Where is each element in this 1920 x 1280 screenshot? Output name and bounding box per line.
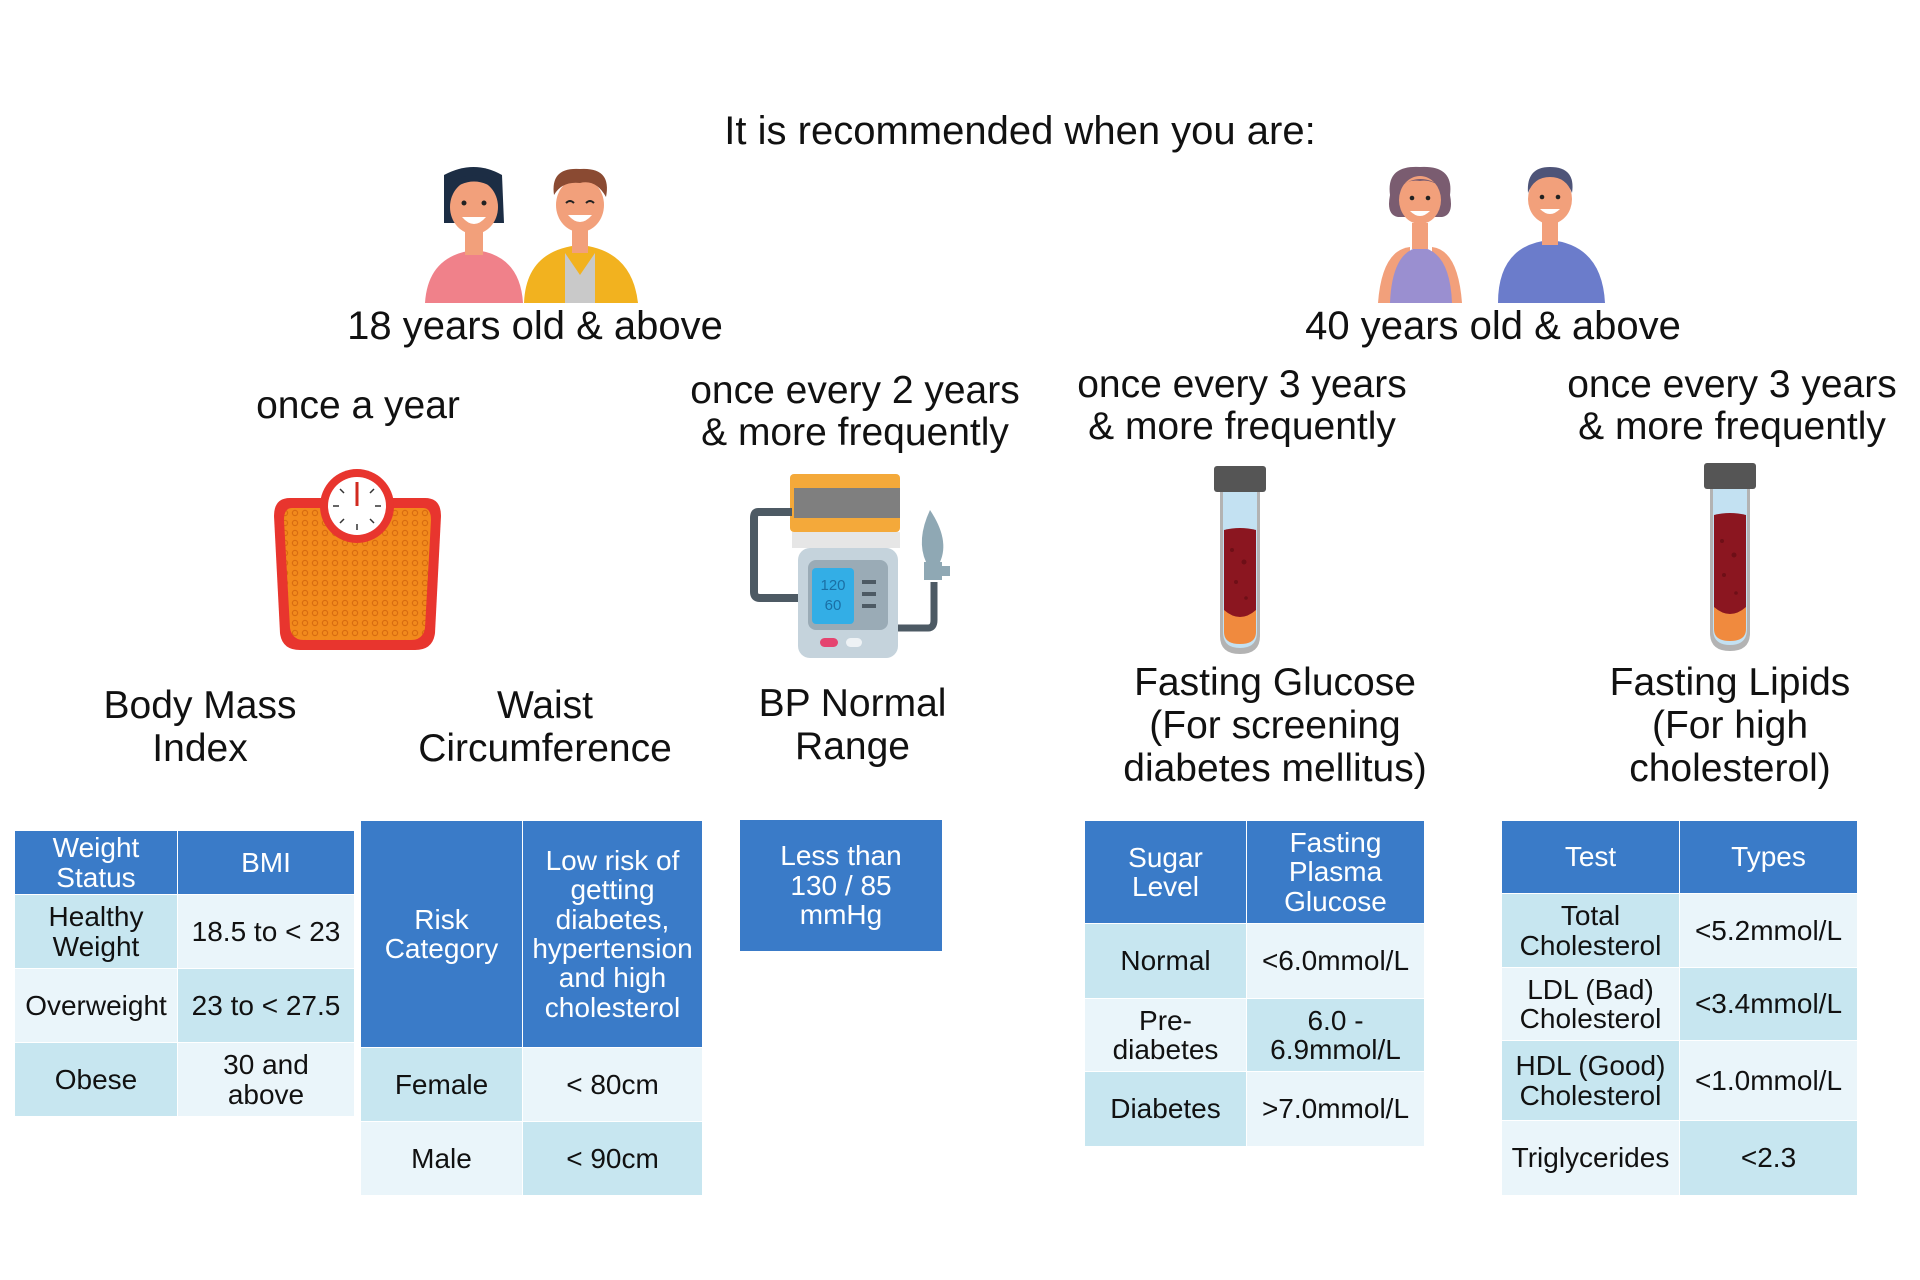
lipids-table: Test Types Total Cholesterol <5.2mmol/L … [1501, 820, 1858, 1196]
table-row: Diabetes >7.0mmol/L [1084, 1071, 1425, 1147]
lipids-value-cell: <1.0mmol/L [1679, 1040, 1858, 1121]
bmi-range-cell: 30 and above [177, 1042, 355, 1117]
table-row: Normal <6.0mmol/L [1084, 923, 1425, 999]
waist-value-cell: < 80cm [522, 1047, 703, 1122]
table-row: Healthy Weight 18.5 to < 23 [14, 894, 355, 969]
young-adults-illustration [425, 167, 638, 303]
table-row: HDL (Good) Cholesterol <1.0mmol/L [1501, 1040, 1858, 1121]
weighing-scale-icon [274, 469, 441, 650]
frequency-bp: once every 2 years & more frequently [690, 369, 1020, 455]
waist-value-cell: < 90cm [522, 1121, 703, 1196]
table-row: LDL (Bad) Cholesterol <3.4mmol/L [1501, 967, 1858, 1041]
lipids-value-cell: <2.3 [1679, 1120, 1858, 1196]
age-label-18: 18 years old & above [347, 304, 723, 348]
table-row: Male < 90cm [360, 1121, 703, 1196]
table-row: Obese 30 and above [14, 1042, 355, 1117]
bmi-status-cell: Healthy Weight [14, 894, 178, 969]
glucose-level-cell: Diabetes [1084, 1071, 1247, 1147]
table-row: Female < 80cm [360, 1047, 703, 1122]
lipids-header-test: Test [1501, 820, 1680, 894]
heading-glucose: Fasting Glucose (For screening diabetes … [1123, 661, 1427, 790]
table-row: Overweight 23 to < 27.5 [14, 968, 355, 1043]
heading-waist: Waist Circumference [418, 684, 672, 770]
table-row: Triglycerides <2.3 [1501, 1120, 1858, 1196]
frequency-glucose: once every 3 years & more frequently [1077, 363, 1407, 449]
bp-normal-range-box: Less than 130 / 85 mmHg [740, 820, 942, 951]
young-man-figure [524, 168, 638, 303]
lipids-test-cell: LDL (Bad) Cholesterol [1501, 967, 1680, 1041]
lipids-test-cell: Triglycerides [1501, 1120, 1680, 1196]
table-row: Total Cholesterol <5.2mmol/L [1501, 893, 1858, 968]
glucose-table: Sugar Level Fasting Plasma Glucose Norma… [1084, 820, 1425, 1147]
waist-category-cell: Female [360, 1047, 523, 1122]
lipids-value-cell: <5.2mmol/L [1679, 893, 1858, 968]
table-row: Pre- diabetes 6.0 - 6.9mmol/L [1084, 998, 1425, 1072]
bp-monitor-diastolic: 60 [825, 597, 842, 614]
bmi-header-weight-status: Weight Status [14, 830, 178, 895]
young-woman-figure [425, 167, 523, 303]
glucose-value-cell: >7.0mmol/L [1246, 1071, 1425, 1147]
lipids-test-cell: HDL (Good) Cholesterol [1501, 1040, 1680, 1121]
waist-header-risk-category: Risk Category [360, 820, 523, 1048]
bmi-status-cell: Overweight [14, 968, 178, 1043]
bmi-header-bmi: BMI [177, 830, 355, 895]
middle-aged-woman-figure [1378, 166, 1462, 303]
page-title: It is recommended when you are: [724, 109, 1316, 153]
glucose-header-sugar-level: Sugar Level [1084, 820, 1247, 924]
lipids-header-types: Types [1679, 820, 1858, 894]
heading-bp: BP Normal Range [758, 682, 947, 768]
bmi-status-cell: Obese [14, 1042, 178, 1117]
glucose-value-cell: 6.0 - 6.9mmol/L [1246, 998, 1425, 1072]
age-label-40: 40 years old & above [1305, 304, 1681, 348]
middle-aged-adults-illustration [1378, 166, 1605, 303]
glucose-level-cell: Normal [1084, 923, 1247, 999]
middle-aged-man-figure [1498, 167, 1605, 303]
bmi-table: Weight Status BMI Healthy Weight 18.5 to… [14, 830, 355, 1117]
heading-bmi: Body Mass Index [103, 684, 297, 770]
frequency-bmi: once a year [256, 384, 460, 427]
waist-category-cell: Male [360, 1121, 523, 1196]
waist-table: Risk Category Low risk of getting diabet… [360, 820, 703, 1196]
lipids-test-cell: Total Cholesterol [1501, 893, 1680, 968]
bmi-range-cell: 18.5 to < 23 [177, 894, 355, 969]
lipids-value-cell: <3.4mmol/L [1679, 967, 1858, 1041]
heading-lipids: Fasting Lipids (For high cholesterol) [1609, 661, 1851, 790]
waist-header-low-risk: Low risk of getting diabetes, hypertensi… [522, 820, 703, 1048]
glucose-test-tube-icon [1214, 466, 1266, 654]
glucose-level-cell: Pre- diabetes [1084, 998, 1247, 1072]
bmi-range-cell: 23 to < 27.5 [177, 968, 355, 1043]
bp-monitor-systolic: 120 [820, 577, 845, 594]
glucose-value-cell: <6.0mmol/L [1246, 923, 1425, 999]
lipids-test-tube-icon [1704, 463, 1756, 651]
frequency-lipids: once every 3 years & more frequently [1567, 363, 1897, 449]
glucose-header-fpg: Fasting Plasma Glucose [1246, 820, 1425, 924]
blood-pressure-monitor-icon: 120 60 [750, 474, 950, 658]
